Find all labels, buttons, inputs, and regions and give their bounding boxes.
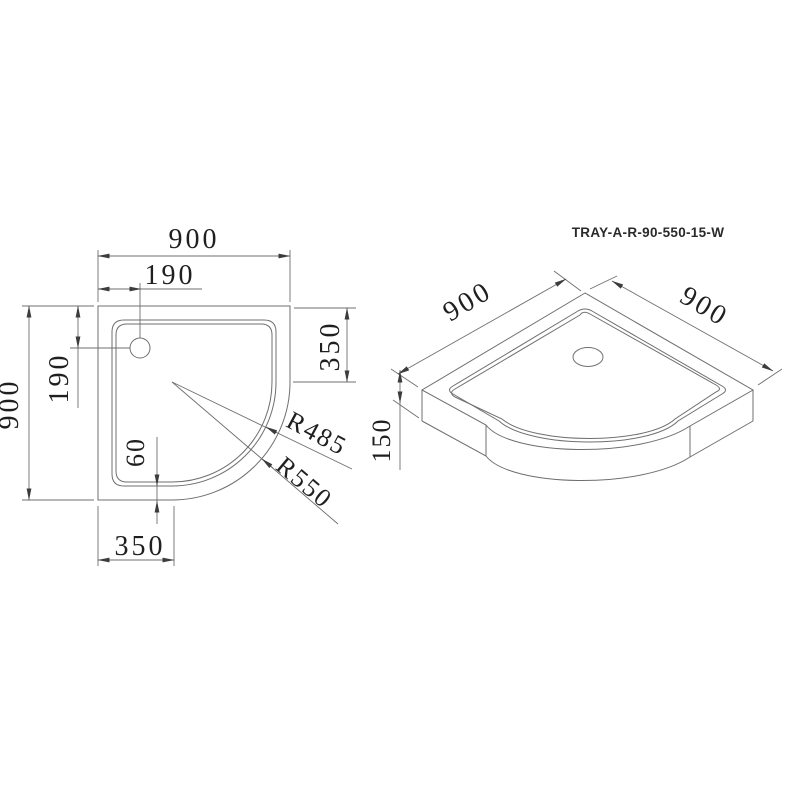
ext-line	[589, 275, 618, 290]
dim-text-radius-outer: R550	[270, 451, 338, 515]
dim-text-iso-right-900: 900	[675, 280, 735, 333]
plan-inner-edge-outer-line	[111, 319, 277, 487]
ext-line	[553, 270, 582, 292]
iso-bottom-outline	[421, 420, 754, 481]
dim-line-iso-left-900	[397, 278, 567, 375]
leader-radius-inner	[171, 381, 353, 470]
plan-outer-outline	[97, 305, 291, 501]
iso-view: TRAY-A-R-90-550-15-W 900 900 150	[367, 225, 783, 481]
dim-text-iso-150: 150	[367, 418, 396, 463]
dim-text-bottom-350: 350	[115, 531, 166, 562]
dim-text-iso-left-900: 900	[438, 275, 498, 328]
ext-line	[392, 399, 420, 419]
leader-arrow	[265, 426, 278, 435]
iso-basin-edge-inner-line	[451, 311, 720, 439]
drain-circle	[129, 337, 151, 359]
iso-drain-ellipse	[572, 347, 604, 367]
plan-view: 900 190 900 190 350 350 60 R485 R550	[0, 224, 356, 566]
leader-arrow	[261, 458, 274, 469]
ext-line	[757, 368, 783, 386]
dim-text-rim-60: 60	[121, 437, 150, 467]
ext-line	[390, 368, 419, 388]
model-code-label: TRAY-A-R-90-550-15-W	[572, 225, 725, 240]
plan-inner-edge-inner-line	[115, 323, 273, 483]
dim-text-top-900: 900	[169, 224, 220, 255]
dim-text-left-900: 900	[0, 379, 25, 430]
dim-text-top-190: 190	[145, 260, 196, 291]
iso-basin-edge-outer-line	[449, 308, 726, 443]
iso-top-outline	[420, 292, 755, 450]
dim-text-right-350: 350	[315, 321, 346, 372]
dim-text-left-190: 190	[44, 353, 75, 404]
leader-radius-outer	[171, 381, 339, 525]
dim-line-iso-right-900	[611, 280, 774, 372]
